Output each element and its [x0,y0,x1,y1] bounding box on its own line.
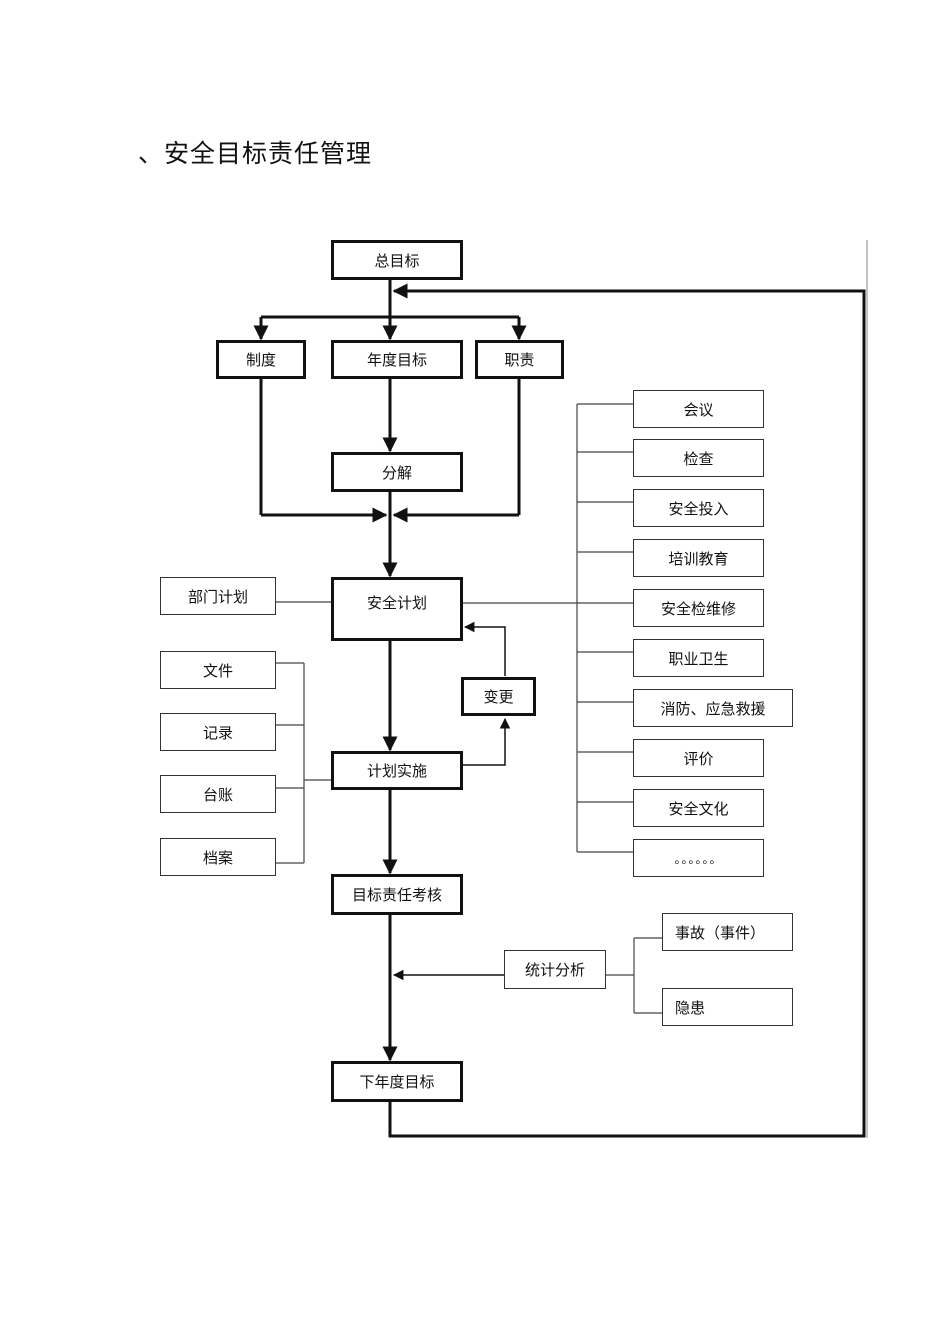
record-file: 文件 [160,651,276,689]
plan-item-investment: 安全投入 [633,489,764,527]
plan-item-evaluation: 评价 [633,739,764,777]
plan-item-fire-emergency: 消防、应急救援 [633,689,793,727]
node-decompose: 分解 [331,452,463,492]
plan-item-safety-culture: 安全文化 [633,789,764,827]
node-safety-plan: 安全计划 [331,577,463,641]
plan-item-occupational-health: 职业卫生 [633,639,764,677]
node-total-goal: 总目标 [331,240,463,280]
plan-item-meeting: 会议 [633,390,764,428]
node-annual-goal: 年度目标 [331,340,463,379]
node-duty: 职责 [475,340,564,379]
plan-item-more: 。。。。。。 [633,839,764,877]
stats-item-hazard: 隐患 [662,988,793,1026]
node-stats: 统计分析 [504,950,606,989]
node-assessment: 目标责任考核 [331,874,463,915]
node-change: 变更 [461,677,536,716]
record-log: 记录 [160,713,276,751]
node-implement: 计划实施 [331,751,463,790]
page-title: 、安全目标责任管理 [138,139,373,168]
node-system: 制度 [216,340,306,379]
plan-item-maintenance: 安全检维修 [633,589,764,627]
stats-item-accident: 事故（事件） [662,913,793,951]
plan-item-inspection: 检查 [633,439,764,477]
plan-item-training: 培训教育 [633,539,764,577]
node-next-goal: 下年度目标 [331,1061,463,1102]
record-ledger: 台账 [160,775,276,813]
record-archive: 档案 [160,838,276,876]
node-dept-plan: 部门计划 [160,577,276,615]
